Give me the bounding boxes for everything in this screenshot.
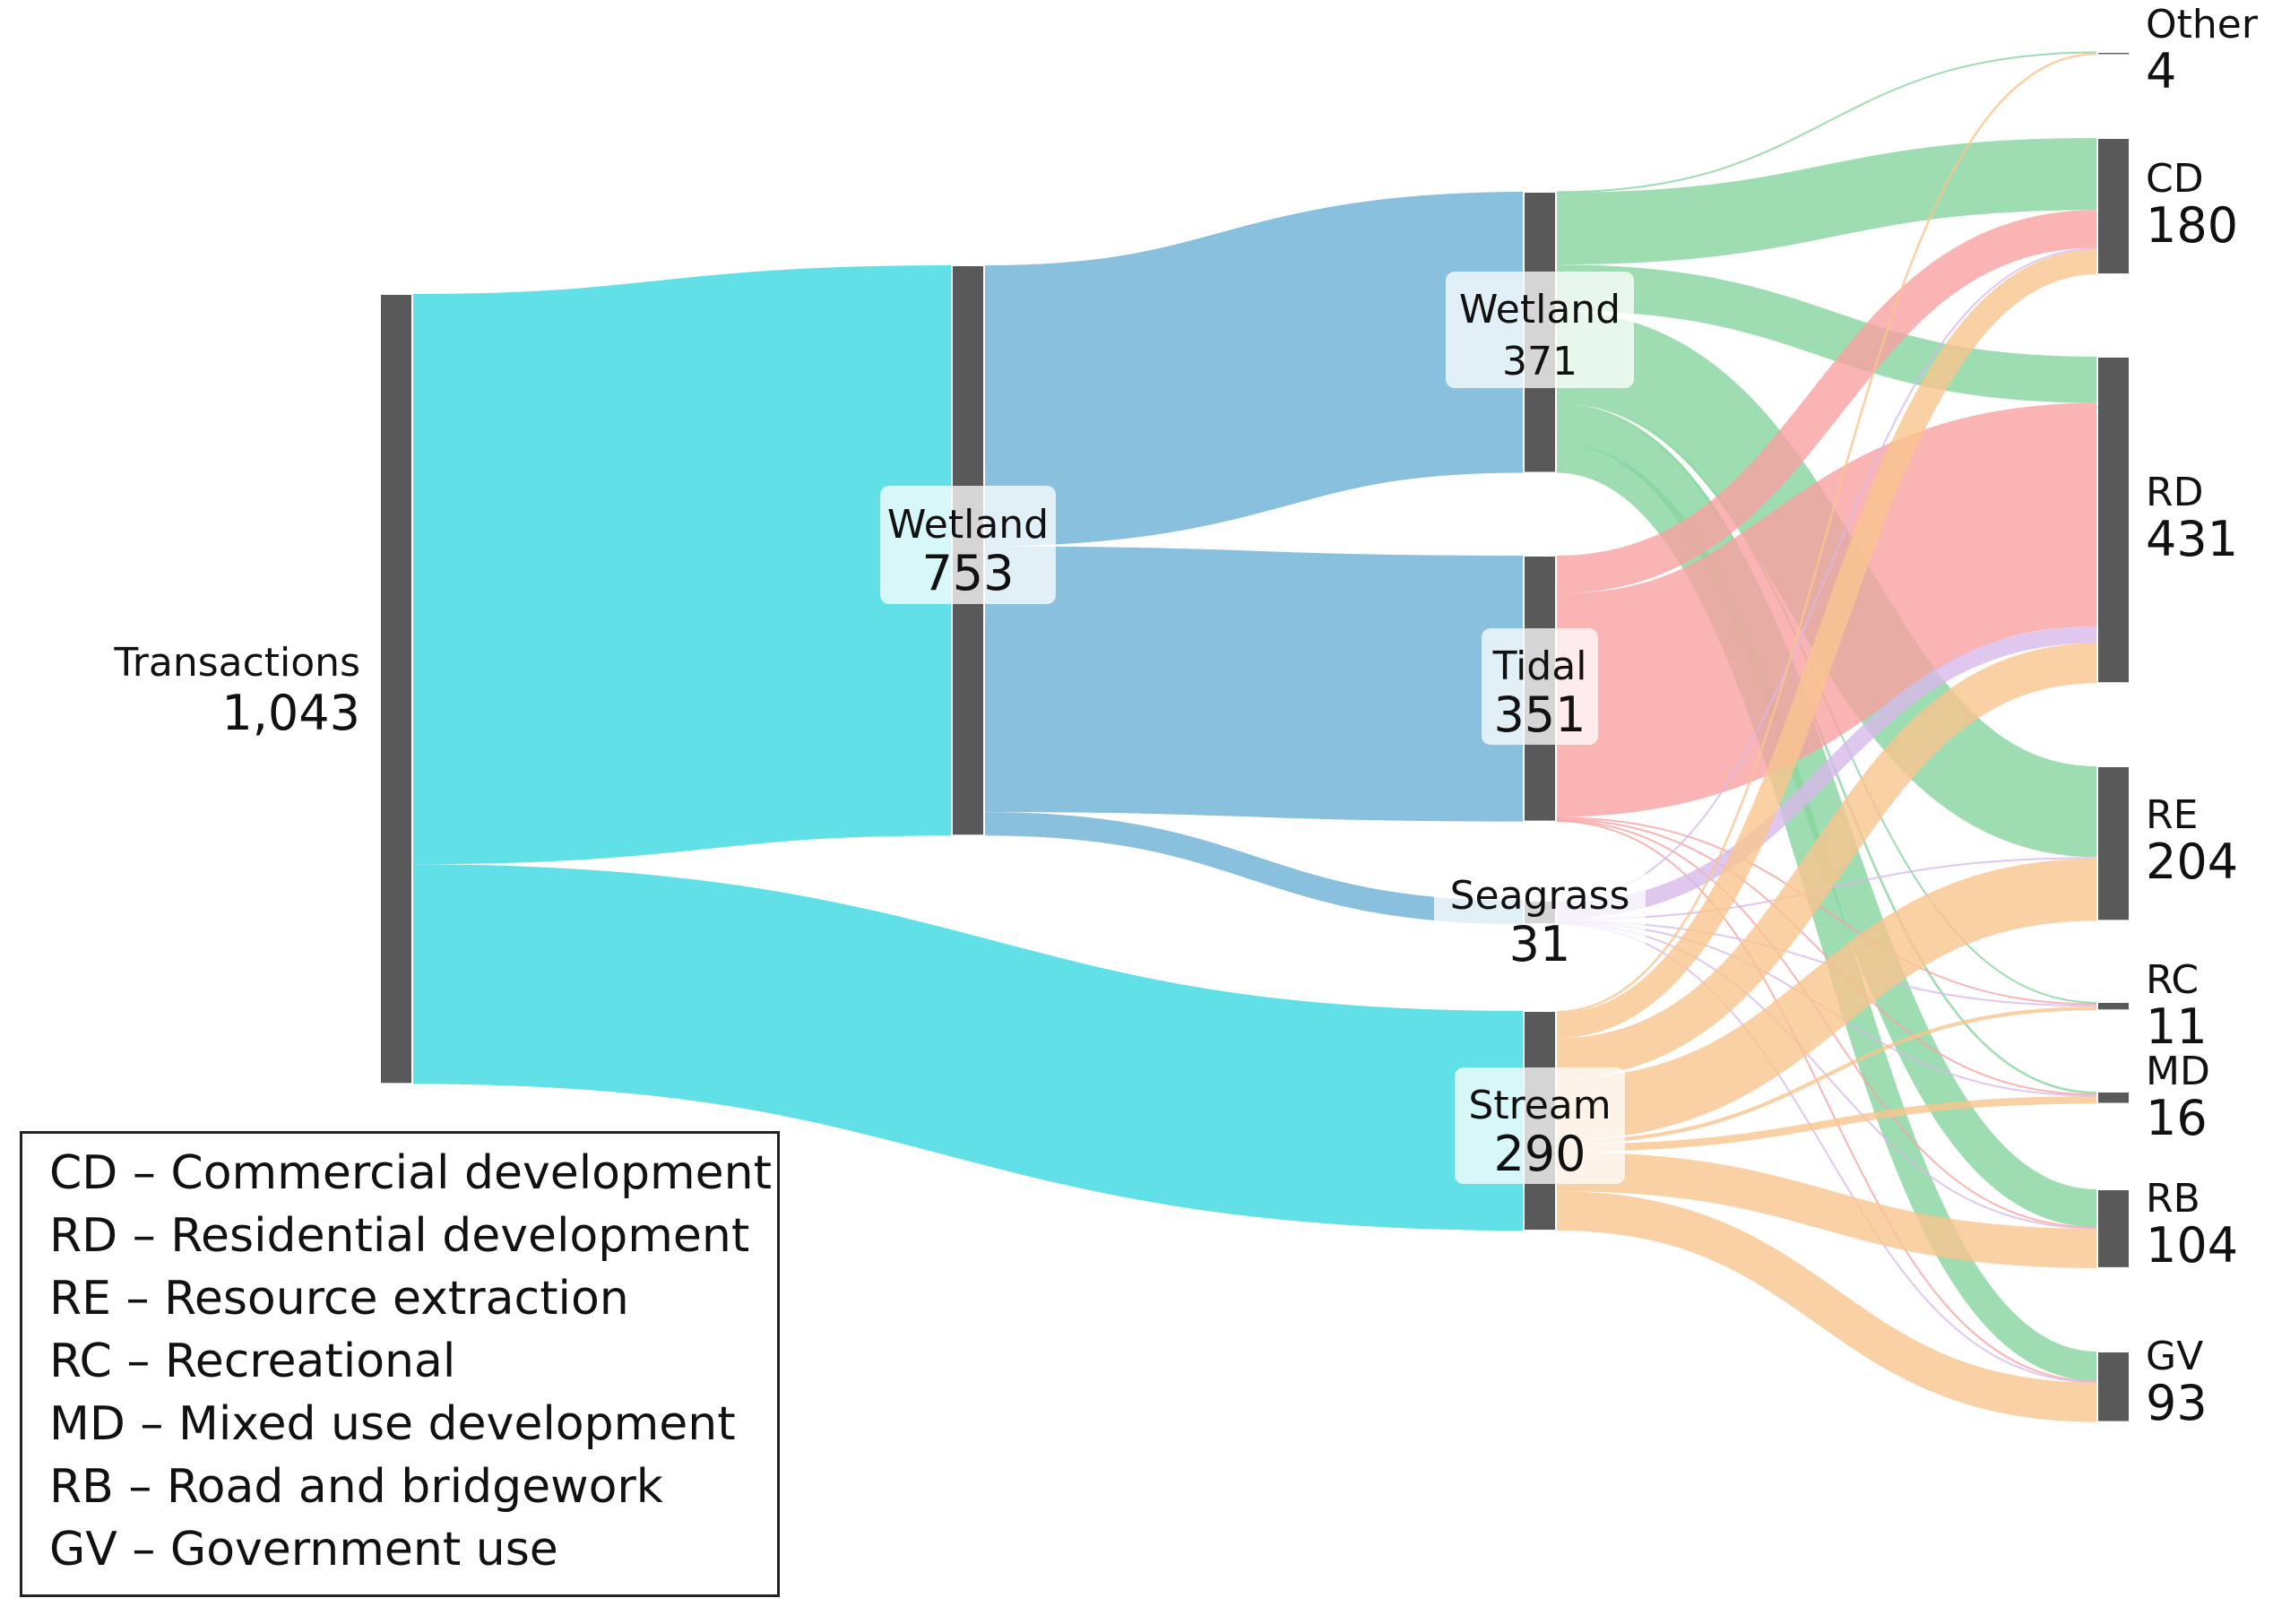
link-seagrass-gv xyxy=(1555,922,2098,1384)
link-transactions-wetland_all xyxy=(411,265,953,865)
label-wetland_all-name: Wetland xyxy=(887,502,1049,548)
legend-item-rd: RD – Residential development xyxy=(49,1209,750,1263)
label-wetland-name: Wetland xyxy=(1459,287,1620,333)
label-stream-name: Stream xyxy=(1468,1083,1611,1128)
link-tidal-cd xyxy=(1555,210,2098,594)
node-other xyxy=(2096,51,2130,56)
sankey-links xyxy=(411,51,2100,1422)
link-wetland-rb xyxy=(1555,405,2098,1228)
label-other-value: 4 xyxy=(2146,43,2176,99)
link-wetland-rd xyxy=(1555,264,2098,403)
label-wetland-value: 371 xyxy=(1502,339,1577,384)
label-box-seagrass xyxy=(1434,862,1646,970)
label-box-wetland_all xyxy=(880,486,1056,604)
legend-item-rc: RC – Recreational xyxy=(49,1335,456,1388)
link-stream-rc xyxy=(1555,1006,2098,1145)
link-stream-other xyxy=(1555,52,2098,1014)
label-transactions-value: 1,043 xyxy=(221,685,360,741)
node-rd xyxy=(2096,356,2130,685)
node-gv xyxy=(2096,1351,2130,1423)
label-md-value: 16 xyxy=(2146,1090,2208,1146)
label-gv-value: 93 xyxy=(2146,1375,2208,1431)
link-wetland_all-wetland xyxy=(983,191,1525,547)
label-box-tidal xyxy=(1482,628,1598,745)
link-wetland_all-tidal xyxy=(983,546,1525,822)
link-wetland-gv xyxy=(1555,443,2098,1381)
node-rc xyxy=(2096,1001,2130,1012)
link-seagrass-rd xyxy=(1555,626,2098,920)
legend-item-re: RE – Resource extraction xyxy=(49,1272,629,1326)
label-rc-value: 11 xyxy=(2146,998,2208,1055)
node-rb xyxy=(2096,1188,2130,1269)
label-tidal-name: Tidal xyxy=(1492,644,1587,689)
legend-item-gv: GV – Government use xyxy=(49,1523,558,1576)
link-stream-rd xyxy=(1555,643,2098,1079)
link-wetland-other xyxy=(1555,51,2098,194)
link-wetland-cd xyxy=(1555,137,2098,265)
link-tidal-rc xyxy=(1555,816,2098,1006)
label-md-name: MD xyxy=(2146,1049,2210,1094)
link-stream-gv xyxy=(1555,1191,2098,1422)
label-other-name: Other xyxy=(2146,2,2259,48)
node-transactions xyxy=(379,293,413,1085)
label-transactions-name: Transactions xyxy=(113,640,360,686)
link-stream-cd xyxy=(1555,249,2098,1039)
legend-item-cd: CD – Commercial development xyxy=(49,1146,772,1200)
legend-item-md: MD – Mixed use development xyxy=(49,1397,736,1451)
link-stream-re xyxy=(1555,859,2098,1141)
link-seagrass-cd xyxy=(1555,247,2098,903)
link-tidal-md xyxy=(1555,818,2098,1096)
legend-item-rb: RB – Road and bridgework xyxy=(49,1460,663,1514)
label-rb-value: 104 xyxy=(2146,1217,2238,1274)
link-transactions-stream xyxy=(411,864,1525,1231)
link-stream-md xyxy=(1555,1096,2098,1153)
label-re-value: 204 xyxy=(2146,834,2238,890)
sankey-labels: Transactions1,043Wetland753Wetland371Tid… xyxy=(113,2,2258,1431)
label-seagrass-value: 31 xyxy=(1509,916,1571,972)
label-box-wetland xyxy=(1446,272,1634,388)
label-rc-name: RC xyxy=(2146,957,2199,1003)
node-cd xyxy=(2096,137,2130,276)
label-cd-value: 180 xyxy=(2146,197,2238,254)
label-stream-value: 290 xyxy=(1493,1126,1586,1182)
label-rb-name: RB xyxy=(2146,1176,2200,1222)
label-rd-value: 431 xyxy=(2146,511,2238,567)
label-tidal-value: 351 xyxy=(1493,687,1586,743)
link-tidal-gv xyxy=(1555,820,2098,1383)
label-cd-name: CD xyxy=(2146,156,2204,202)
label-gv-name: GV xyxy=(2146,1334,2203,1379)
link-wetland_all-seagrass xyxy=(983,812,1525,925)
legend: CD – Commercial development RD – Residen… xyxy=(20,1131,780,1597)
node-re xyxy=(2096,765,2130,922)
label-seagrass-name: Seagrass xyxy=(1450,873,1630,919)
label-re-name: RE xyxy=(2146,792,2198,838)
label-box-stream xyxy=(1455,1067,1625,1184)
node-md xyxy=(2096,1091,2130,1105)
label-rd-name: RD xyxy=(2146,470,2203,515)
link-stream-rb xyxy=(1555,1152,2098,1268)
label-wetland_all-value: 753 xyxy=(921,545,1014,601)
